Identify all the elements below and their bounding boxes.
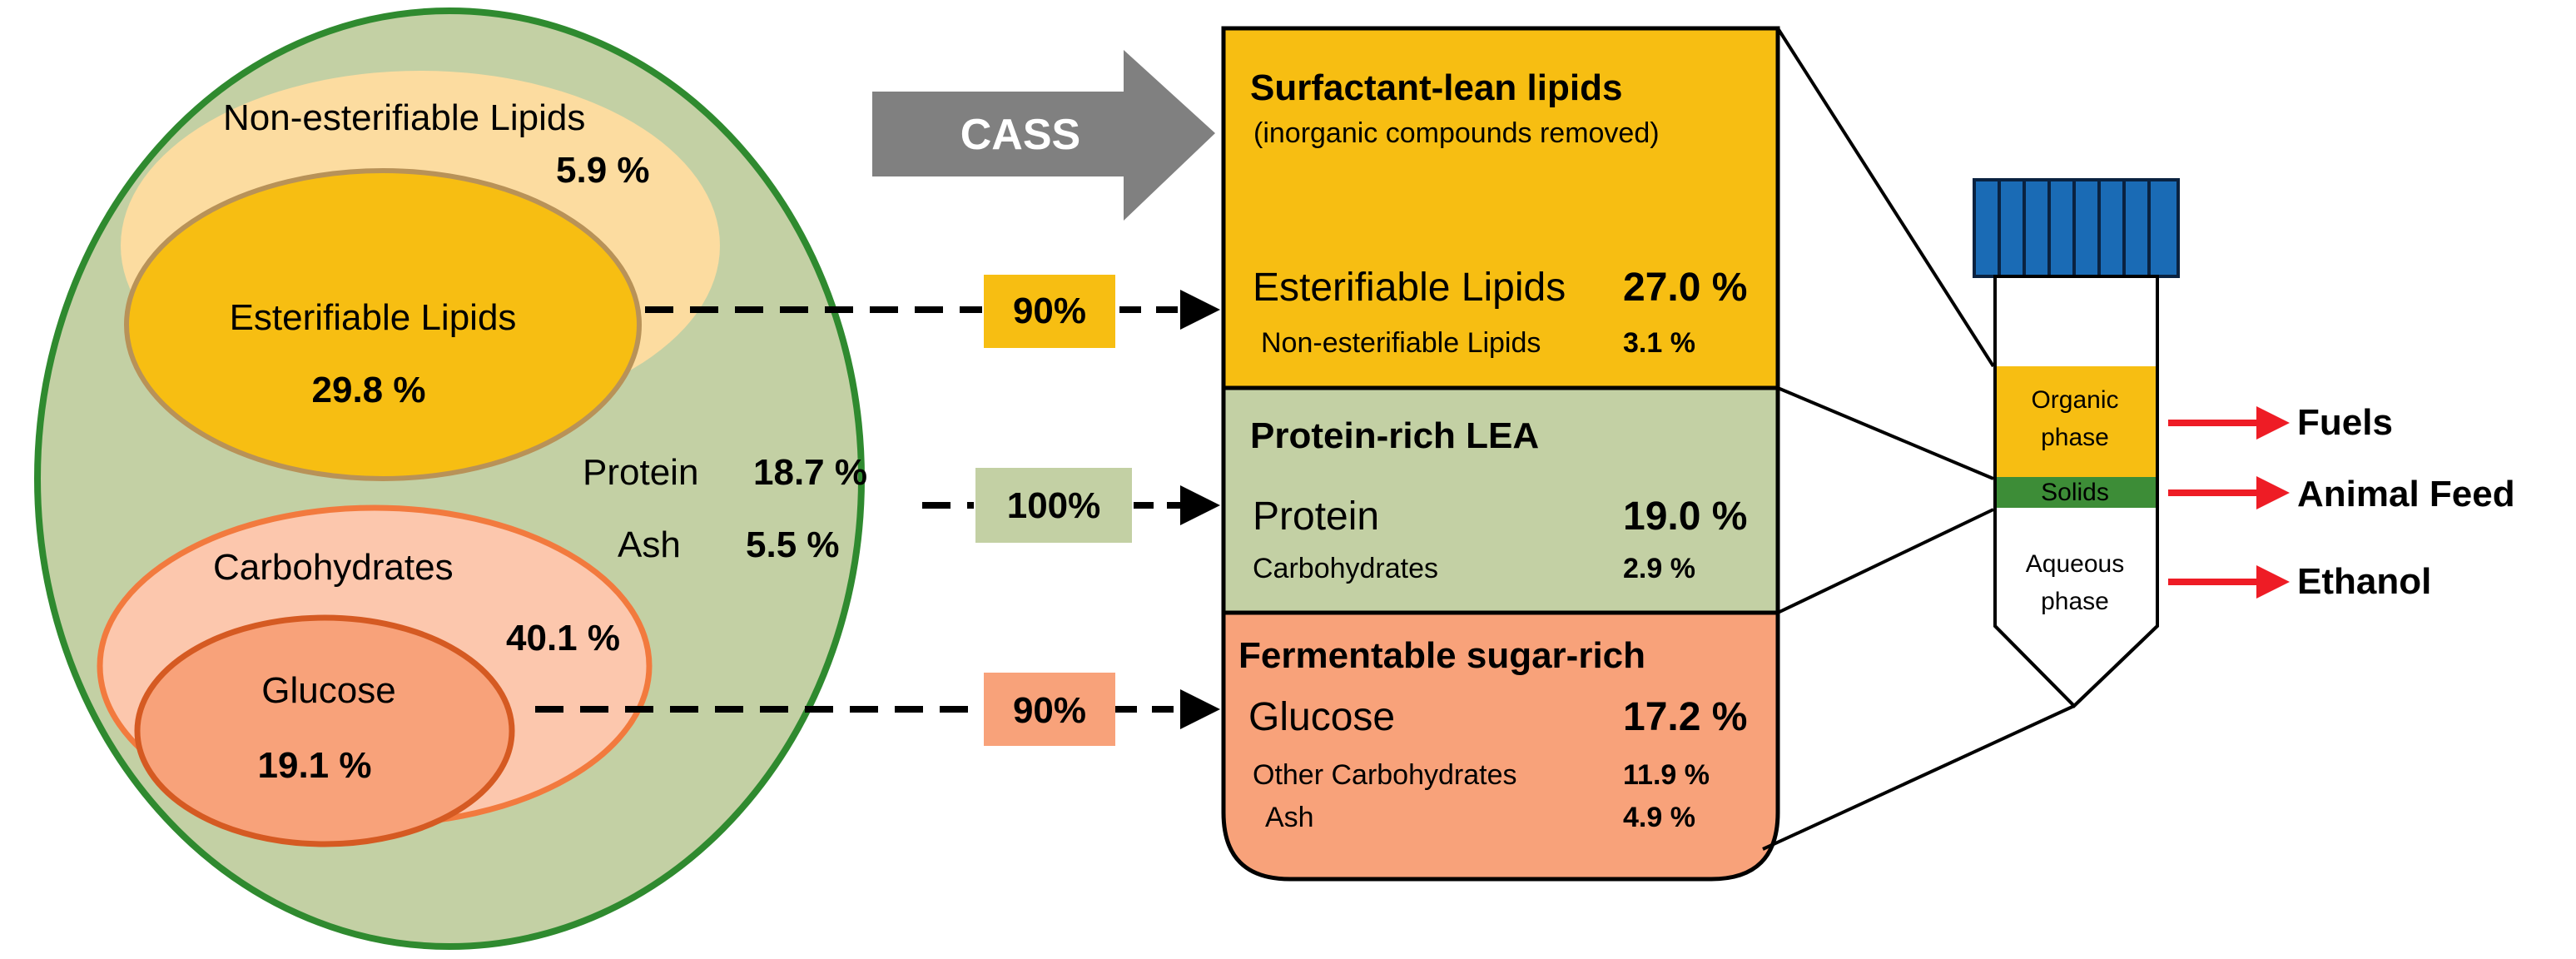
non-esterifiable-lipids-label: Non-esterifiable Lipids bbox=[223, 97, 586, 138]
ash-value: 5.5 % bbox=[746, 524, 840, 565]
sugar-yield: 90% bbox=[1012, 690, 1087, 731]
glucose-region bbox=[134, 614, 515, 847]
protein-row2-label: Carbohydrates bbox=[1253, 553, 1439, 584]
organic-phase-layer bbox=[1997, 366, 2156, 477]
esterifiable-lipids-label: Esterifiable Lipids bbox=[229, 297, 517, 338]
esterifiable-lipids-value: 29.8 % bbox=[311, 370, 426, 410]
sugar-box bbox=[1221, 610, 1780, 882]
glucose-value: 19.1 % bbox=[257, 745, 372, 786]
connector-sugar-bottom bbox=[1762, 704, 2075, 851]
protein-label: Protein bbox=[583, 452, 699, 493]
protein-yield-badge bbox=[975, 468, 1132, 543]
connector-protein-bottom bbox=[1777, 508, 1994, 614]
sugar-row3-label: Ash bbox=[1265, 802, 1314, 833]
tube-cap-ridges bbox=[1998, 180, 2151, 276]
connector-lipids-bottom bbox=[1777, 386, 1994, 480]
protein-box-title: Protein-rich LEA bbox=[1250, 415, 1540, 456]
solids-layer bbox=[1997, 477, 2156, 508]
non-esterifiable-lipids-value: 5.9 % bbox=[556, 150, 650, 191]
aqueous-phase-label-line2: phase bbox=[2041, 588, 2109, 615]
lipid-yield-badge bbox=[984, 275, 1115, 348]
lipids-box-title: Surfactant-lean lipids bbox=[1250, 67, 1623, 108]
carbohydrates-value: 40.1 % bbox=[506, 618, 620, 658]
cass-label: CASS bbox=[960, 111, 1081, 159]
connector-lipids-top bbox=[1776, 27, 1995, 368]
protein-row1-label: Protein bbox=[1253, 494, 1380, 539]
ash-label: Ash bbox=[618, 524, 681, 565]
sugar-row3-value: 4.9 % bbox=[1623, 802, 1695, 833]
lipid-yield: 90% bbox=[1012, 291, 1087, 331]
cass-arrow bbox=[872, 50, 1215, 221]
organic-phase-label-line1: Organic bbox=[2031, 386, 2119, 414]
protein-value: 18.7 % bbox=[753, 452, 867, 493]
glucose-label: Glucose bbox=[261, 670, 396, 711]
lipids-row1-value: 27.0 % bbox=[1623, 266, 1748, 310]
tube-cap bbox=[1973, 178, 2180, 278]
animal-feed-label: Animal Feed bbox=[2297, 474, 2515, 514]
sugar-box-title: Fermentable sugar-rich bbox=[1238, 635, 1646, 676]
solids-label: Solids bbox=[2041, 479, 2109, 506]
sugar-row1-value: 17.2 % bbox=[1623, 695, 1748, 739]
tube-outline bbox=[1993, 275, 2159, 708]
lipids-row2-value: 3.1 % bbox=[1623, 327, 1695, 359]
esterifiable-lipids-region bbox=[124, 168, 642, 481]
fuels-label: Fuels bbox=[2297, 402, 2393, 443]
lipids-box bbox=[1221, 26, 1780, 390]
lipids-box-subtitle: (inorganic compounds removed) bbox=[1253, 117, 1660, 149]
sugar-yield-badge bbox=[984, 673, 1115, 746]
sugar-row2-value: 11.9 % bbox=[1623, 759, 1710, 791]
protein-row2-value: 2.9 % bbox=[1623, 553, 1695, 584]
aqueous-phase-label-line1: Aqueous bbox=[2025, 550, 2125, 578]
sugar-row1-label: Glucose bbox=[1248, 695, 1396, 739]
ethanol-label: Ethanol bbox=[2297, 561, 2432, 602]
carbohydrates-label: Carbohydrates bbox=[213, 547, 454, 588]
protein-row1-value: 19.0 % bbox=[1623, 494, 1748, 539]
organic-phase-label-line2: phase bbox=[2041, 424, 2109, 451]
lipids-row1-label: Esterifiable Lipids bbox=[1253, 266, 1566, 310]
lipids-row2-label: Non-esterifiable Lipids bbox=[1261, 327, 1541, 359]
protein-yield: 100% bbox=[1006, 485, 1101, 526]
sugar-row2-label: Other Carbohydrates bbox=[1253, 759, 1517, 791]
